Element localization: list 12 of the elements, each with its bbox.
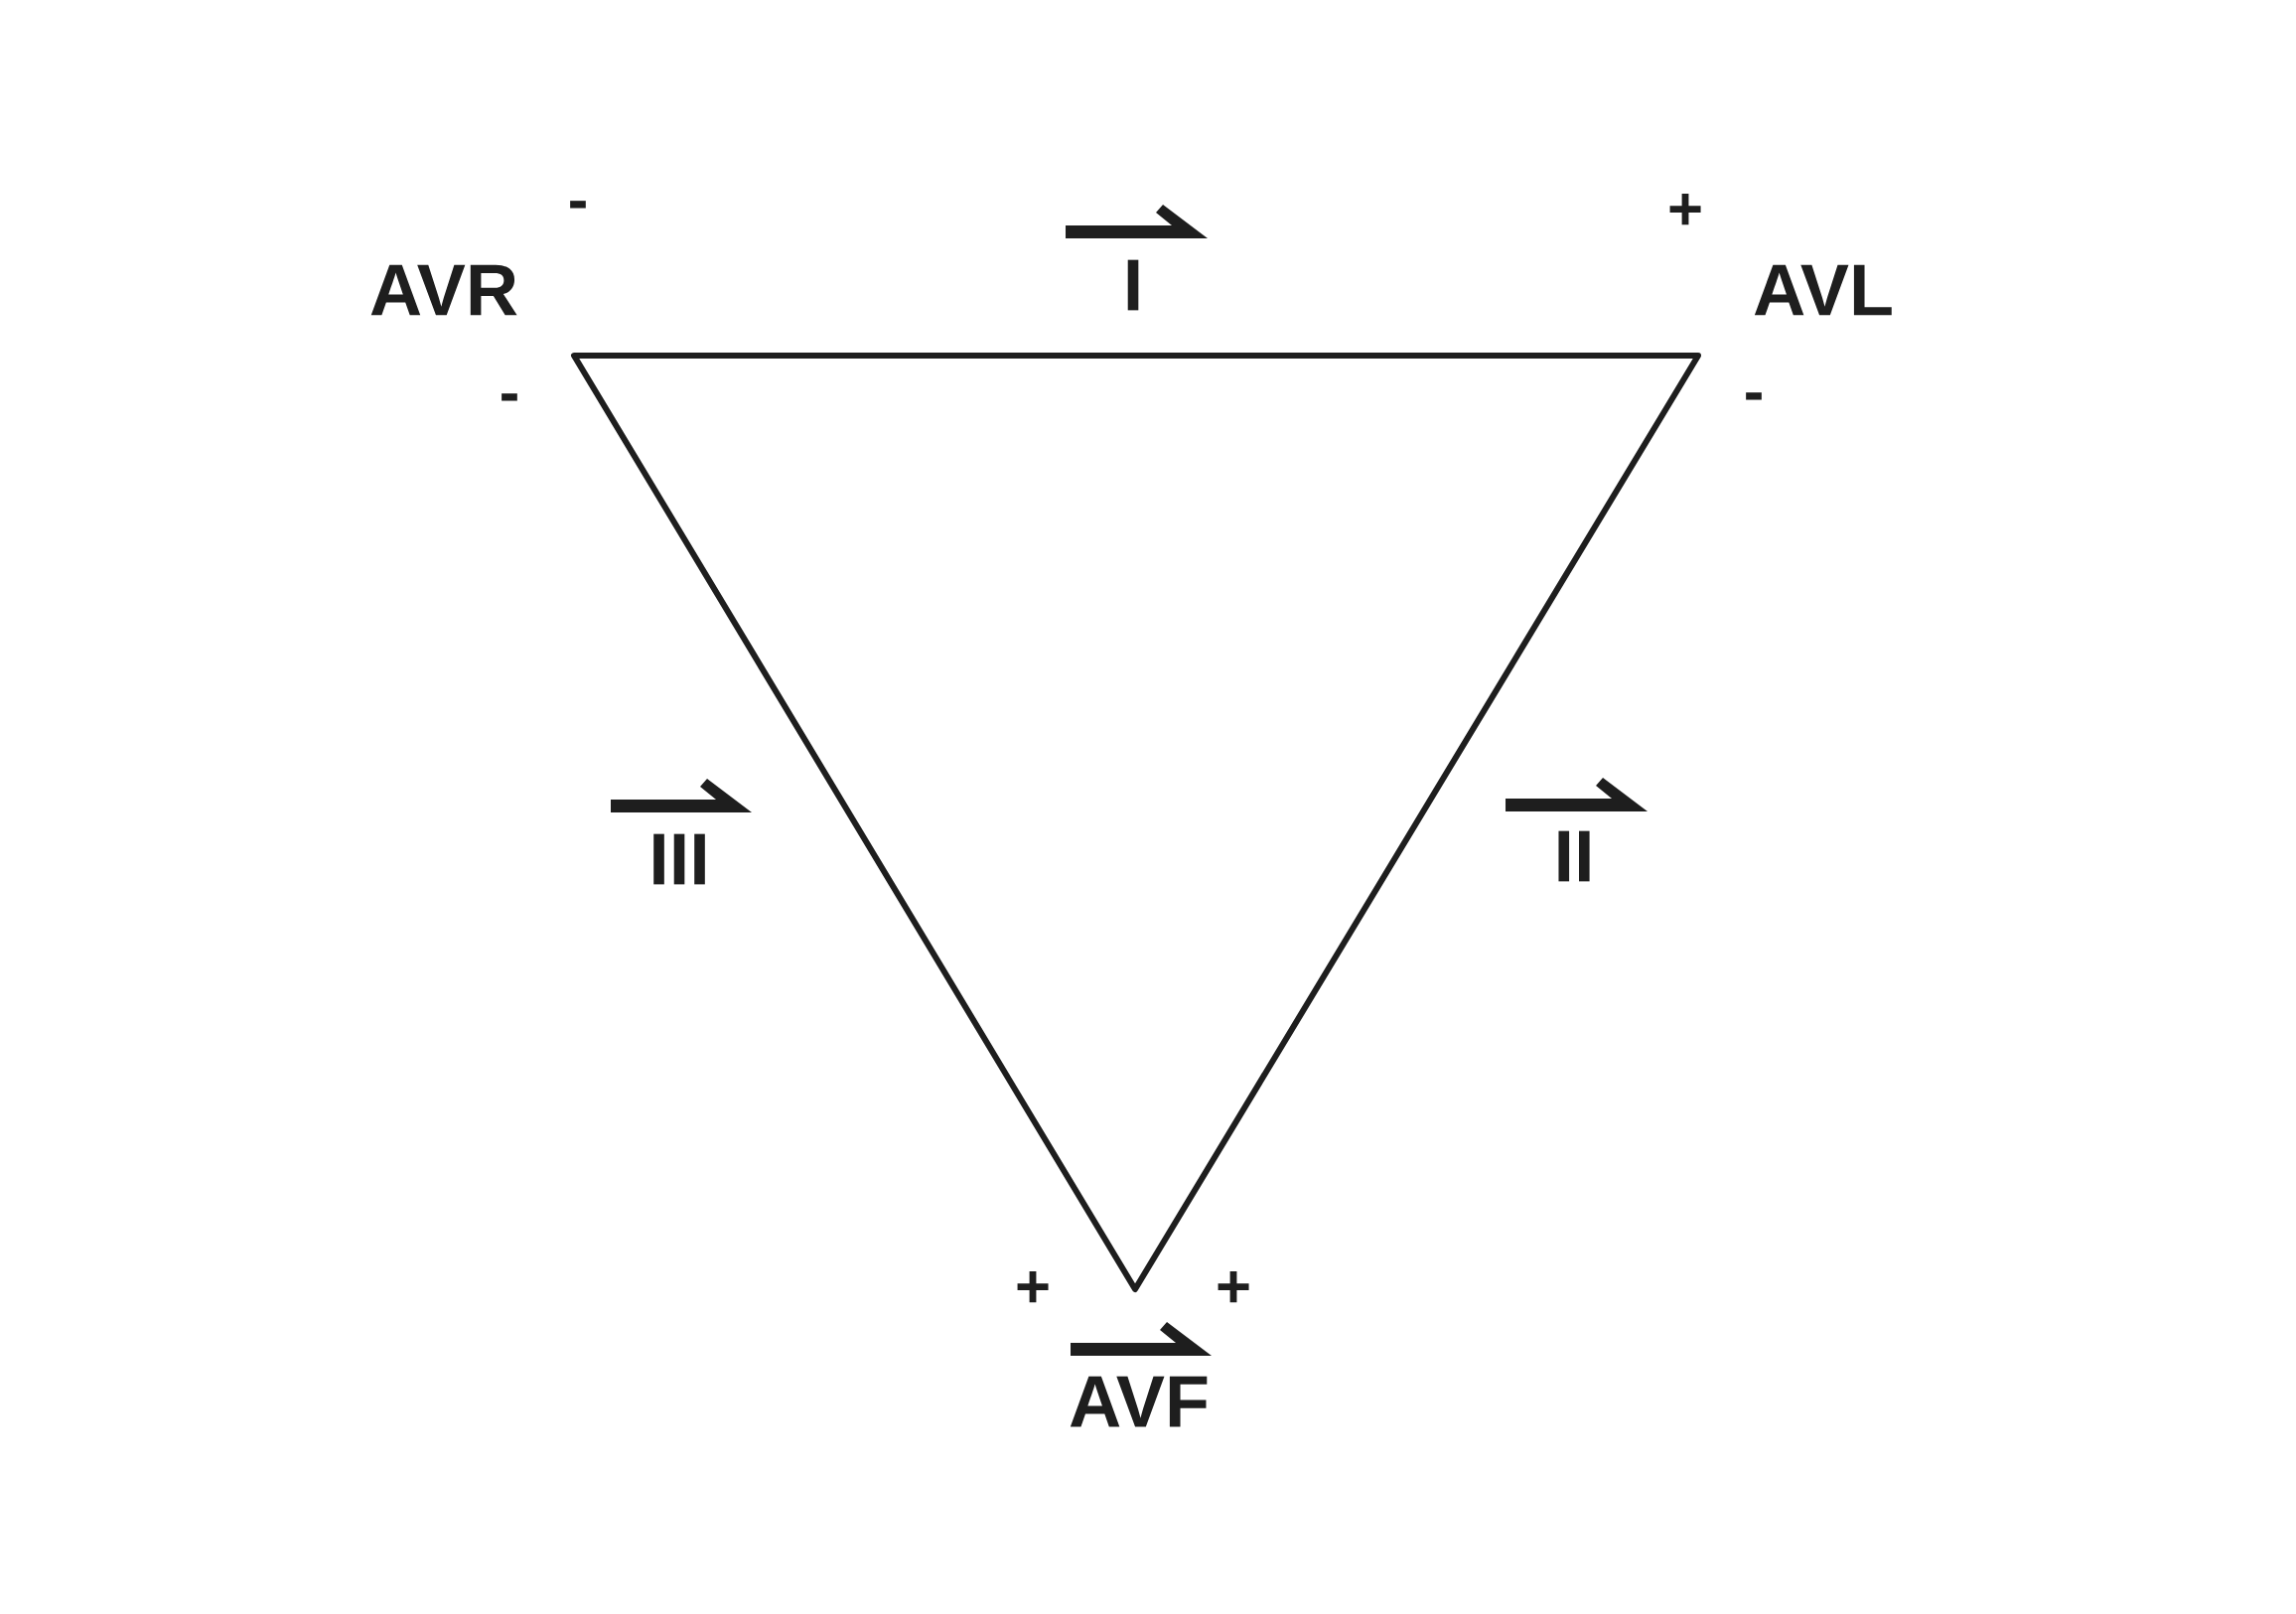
polarity-sign: - — [502, 393, 517, 401]
polarity-sign: + — [1017, 1270, 1049, 1303]
lead-label: AVL — [1754, 264, 1892, 316]
polarity-sign: + — [1669, 193, 1701, 225]
lead-label: I — [1127, 259, 1139, 311]
polarity-sign: - — [570, 201, 586, 209]
polarity-sign: + — [1218, 1270, 1249, 1303]
lead-label: AVR — [370, 264, 517, 316]
lead-label: II — [1558, 830, 1590, 882]
lead-label: III — [653, 833, 705, 885]
lead-label: AVF — [1070, 1376, 1208, 1427]
polarity-sign: - — [1746, 392, 1762, 400]
